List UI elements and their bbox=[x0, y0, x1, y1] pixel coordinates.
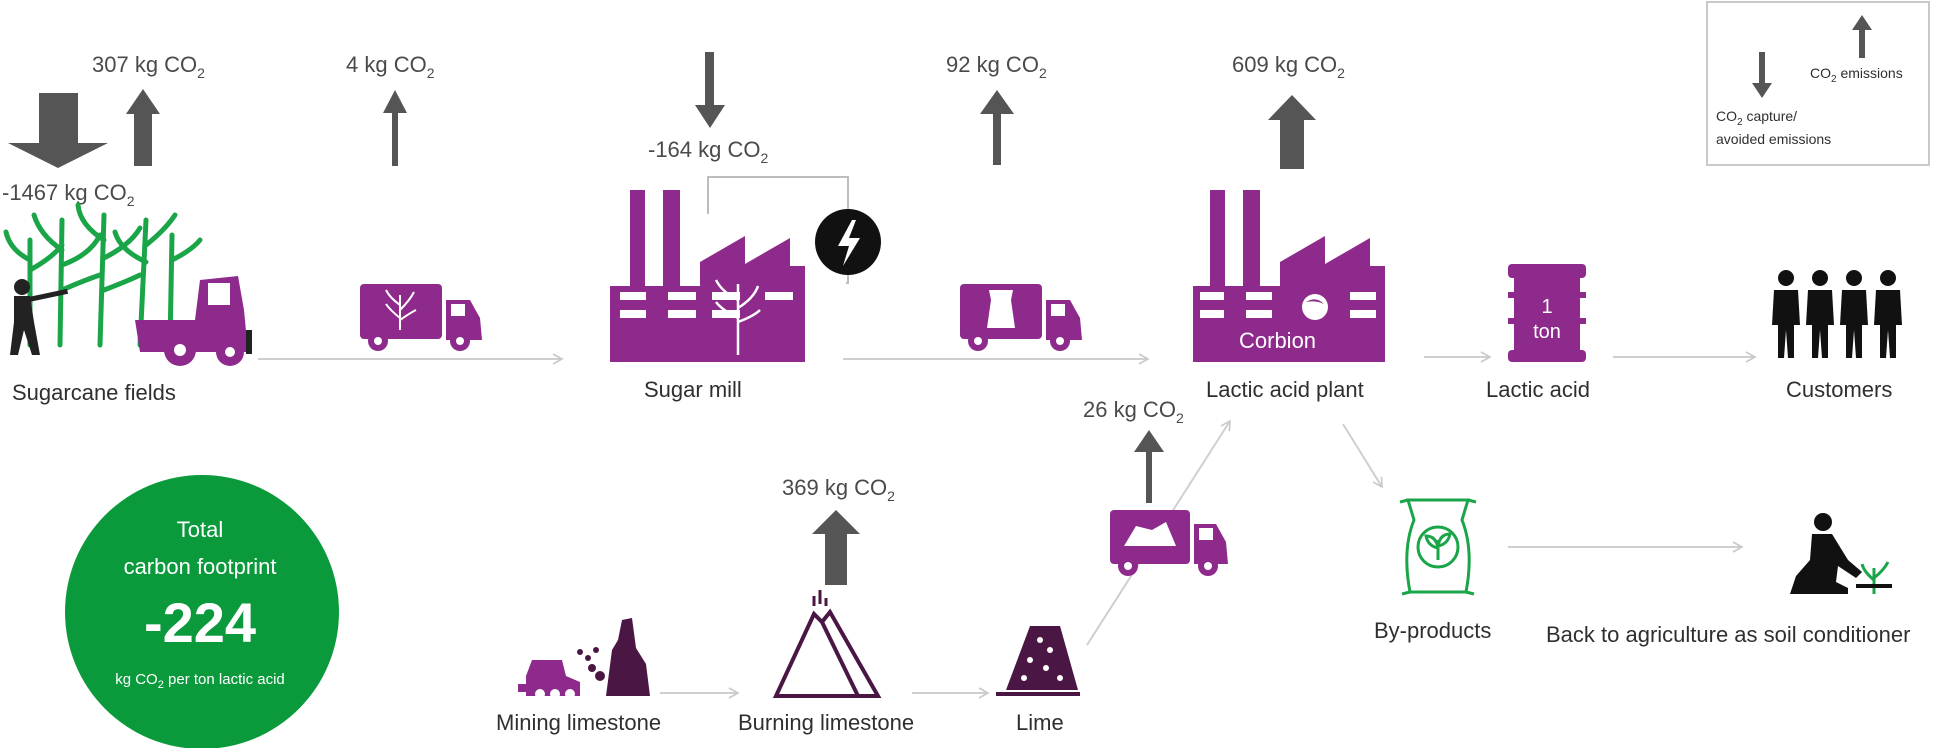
svg-text:CO2 emissions: CO2 emissions bbox=[1810, 65, 1903, 85]
mining-limestone-icon bbox=[518, 618, 650, 699]
co2-arrows bbox=[8, 52, 1316, 585]
svg-text:92 kg CO2: 92 kg CO2 bbox=[946, 52, 1047, 81]
legend-capture-text: capture/ bbox=[1746, 108, 1797, 124]
customers-label: Customers bbox=[1786, 377, 1892, 402]
svg-text:609 kg CO2: 609 kg CO2 bbox=[1232, 52, 1345, 81]
legend-emissions-text: emissions bbox=[1840, 65, 1902, 81]
legend-capture-arrow bbox=[1752, 52, 1772, 98]
fields-emission-arrow bbox=[126, 89, 160, 166]
legend: CO2 emissions CO2 capture/ avoided emiss… bbox=[1706, 1, 1930, 166]
burning-emission-arrow bbox=[812, 510, 860, 585]
corbion-brand-label: Corbion bbox=[1239, 328, 1316, 353]
customers-icon bbox=[1772, 270, 1902, 358]
truck-sugarcane-icon bbox=[360, 284, 482, 351]
fields-capture-label: -1467 kg CO bbox=[2, 180, 127, 205]
truck-sugar-icon bbox=[960, 284, 1082, 351]
transport2-emission-arrow bbox=[980, 90, 1014, 165]
ton-number: 1 bbox=[1541, 296, 1552, 318]
flow-lines bbox=[258, 176, 1757, 699]
transport1-emission-label: 4 kg CO bbox=[346, 52, 427, 77]
legend-avoided-text: avoided emissions bbox=[1716, 131, 1831, 147]
burning-limestone-icon bbox=[772, 590, 882, 698]
flow-plant-to-byproducts bbox=[1342, 423, 1383, 489]
total-value: -224 bbox=[144, 591, 256, 654]
svg-text:CO2 capture/: CO2 capture/ bbox=[1716, 108, 1797, 128]
transport2-emission-label: 92 kg CO bbox=[946, 52, 1039, 77]
legend-box bbox=[1706, 1, 1930, 166]
mining-limestone-label: Mining limestone bbox=[496, 710, 661, 735]
total-title-line1: Total bbox=[177, 517, 223, 542]
plant-emission-arrow bbox=[1268, 95, 1316, 169]
svg-text:26 kg CO2: 26 kg CO2 bbox=[1083, 397, 1184, 426]
mill-capture-label: -164 kg CO bbox=[648, 137, 761, 162]
lactic-acid-label: Lactic acid bbox=[1486, 377, 1590, 402]
lime-pile-icon bbox=[996, 626, 1080, 696]
total-unit: kg CO2 per ton lactic acid bbox=[115, 671, 285, 691]
fields-capture-arrow bbox=[8, 93, 108, 168]
sugarcane-fields-icon bbox=[3, 202, 252, 366]
fields-emission-label: 307 kg CO bbox=[92, 52, 197, 77]
sugarcane-fields-label: Sugarcane fields bbox=[12, 380, 176, 405]
by-products-bag-icon bbox=[1399, 498, 1477, 596]
lactic-acid-drum-icon bbox=[1508, 264, 1586, 362]
mill-capture-arrow bbox=[695, 52, 725, 128]
co2-labels: 307 kg CO2 -1467 kg CO2 4 kg CO2 -164 kg… bbox=[2, 52, 1345, 504]
lime-label: Lime bbox=[1016, 710, 1064, 735]
electricity-icon bbox=[815, 209, 881, 275]
farmer-planting-icon bbox=[1790, 513, 1892, 594]
svg-text:-164 kg CO2: -164 kg CO2 bbox=[648, 137, 769, 166]
sugar-mill-icon bbox=[610, 190, 805, 362]
plant-emission-label: 609 kg CO bbox=[1232, 52, 1337, 77]
svg-text:-1467 kg CO2: -1467 kg CO2 bbox=[2, 180, 135, 209]
total-footprint-badge: Total carbon footprint -224 kg CO2 per t… bbox=[65, 475, 339, 748]
svg-text:4 kg CO2: 4 kg CO2 bbox=[346, 52, 435, 81]
burning-limestone-label: Burning limestone bbox=[738, 710, 914, 735]
truck-lime-icon bbox=[1110, 510, 1228, 576]
legend-emission-arrow bbox=[1852, 15, 1872, 58]
mill-energy-loop bbox=[707, 176, 849, 284]
lactic-acid-plant-icon bbox=[1193, 190, 1385, 362]
lactic-acid-plant-label: Lactic acid plant bbox=[1206, 377, 1364, 402]
lime-transport-emission-arrow bbox=[1134, 430, 1164, 503]
svg-text:307 kg CO2: 307 kg CO2 bbox=[92, 52, 205, 81]
svg-text:369 kg CO2: 369 kg CO2 bbox=[782, 475, 895, 504]
transport1-emission-arrow bbox=[383, 90, 407, 166]
ton-unit: ton bbox=[1533, 321, 1561, 343]
by-products-label: By-products bbox=[1374, 618, 1491, 643]
back-to-agriculture-label: Back to agriculture as soil conditioner bbox=[1546, 622, 1910, 647]
sugar-mill-label: Sugar mill bbox=[644, 377, 742, 402]
total-title-line2: carbon footprint bbox=[124, 554, 277, 579]
lime-transport-emission-label: 26 kg CO bbox=[1083, 397, 1176, 422]
burning-emission-label: 369 kg CO bbox=[782, 475, 887, 500]
